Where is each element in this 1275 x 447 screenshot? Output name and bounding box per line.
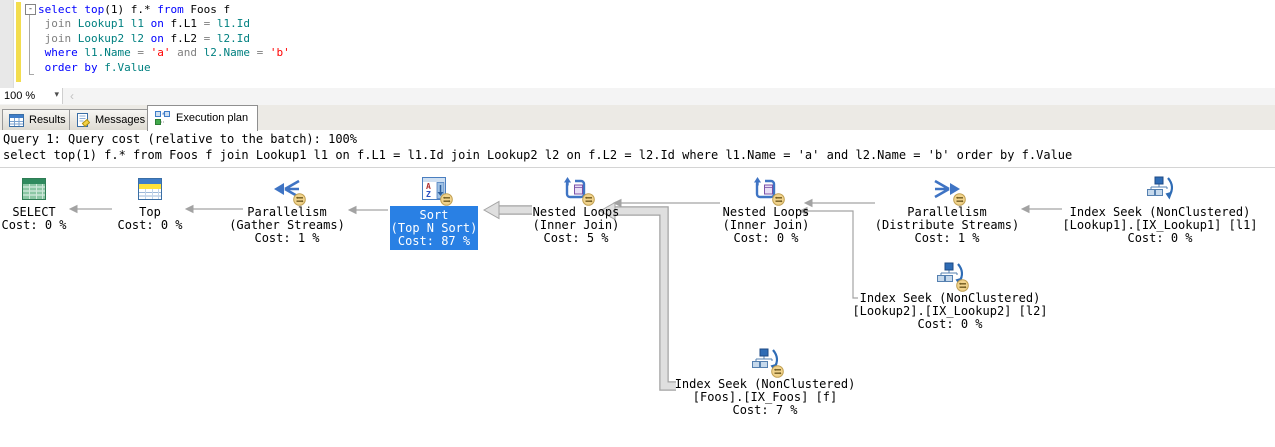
editor-zoom-bar: 100 % ▾ ‹	[0, 88, 1275, 106]
plan-node-label: Parallelism(Gather Streams)Cost: 1 %	[229, 205, 345, 245]
plan-node-label: Index Seek (NonClustered)[Foos].[IX_Foos…	[674, 377, 856, 417]
tab-execution-plan[interactable]: * Execution plan	[147, 105, 259, 131]
modified-track-bar	[16, 2, 21, 82]
plan-arrowhead	[1020, 204, 1030, 214]
plan-node-label: Nested Loops(Inner Join)Cost: 0 %	[722, 205, 810, 245]
index-seek-icon	[936, 262, 969, 292]
parallelism-badge-icon	[771, 365, 784, 378]
svg-text:*: *	[161, 111, 165, 119]
nested-loops-icon	[562, 176, 595, 206]
code-line: join Lookup2 l2 on f.L2 = l2.Id	[44, 31, 250, 45]
tab-label: Results	[29, 114, 66, 126]
plan-node-label: Index Seek (NonClustered)[Lookup2].[IX_L…	[852, 291, 1048, 331]
messages-page-icon	[76, 112, 91, 128]
plan-node-label: Sort(Top N Sort)Cost: 87 %	[389, 206, 479, 250]
parallelism-gather-icon	[273, 176, 306, 206]
index-seek-icon	[751, 348, 784, 378]
zoom-level-select[interactable]: 100 % ▾	[0, 88, 63, 104]
parallelism-badge-icon	[772, 193, 785, 206]
plan-header-divider	[0, 167, 1275, 168]
plan-node-label: Nested Loops(Inner Join)Cost: 5 %	[532, 205, 620, 245]
svg-text:A: A	[426, 182, 431, 191]
sql-code[interactable]: select top(1) f.* from Foos f join Looku…	[38, 3, 290, 75]
parallelism-badge-icon	[293, 193, 306, 206]
execution-plan-icon: *	[154, 110, 171, 126]
outline-collapse-icon[interactable]: -	[25, 4, 36, 15]
plan-arrowhead	[347, 205, 357, 215]
plan-arrowhead	[612, 198, 622, 208]
query-cost-header: Query 1: Query cost (relative to the bat…	[3, 132, 358, 146]
plan-arrows-layer	[68, 198, 1062, 391]
sql-editor[interactable]: - select top(1) f.* from Foos f join Loo…	[0, 0, 1275, 88]
parallelism-badge-icon	[953, 193, 966, 206]
plan-arrowhead	[598, 201, 616, 221]
editor-gutter	[0, 0, 14, 88]
tab-label: Execution plan	[176, 112, 249, 124]
chevron-down-icon[interactable]: ▾	[54, 89, 59, 99]
results-pane-tabs: Results Messages * Execution plan	[0, 105, 1275, 131]
parallelism-badge-icon	[956, 279, 969, 292]
parallelism-badge-icon	[440, 193, 453, 206]
outline-guide-line	[29, 15, 34, 75]
execution-plan-pane: Query 1: Query cost (relative to the bat…	[0, 130, 1275, 447]
parallelism-badge-icon	[582, 193, 595, 206]
plan-arrowhead	[803, 198, 813, 208]
query-statement-header: select top(1) f.* from Foos f join Looku…	[3, 148, 1073, 162]
zoom-level-value: 100 %	[4, 90, 36, 102]
plan-arrowhead	[798, 206, 808, 216]
plan-arrowhead	[184, 204, 194, 214]
code-line: where l1.Name = 'a' and l2.Name = 'b'	[44, 46, 290, 60]
plan-arrowhead	[68, 204, 78, 214]
plan-arrowhead	[482, 200, 500, 220]
plan-node-label: Index Seek (NonClustered)[Lookup1].[IX_L…	[1062, 205, 1258, 245]
tab-messages[interactable]: Messages	[69, 109, 156, 130]
top-table-icon	[136, 176, 164, 202]
code-line: order by f.Value	[44, 60, 151, 74]
scroll-left-icon[interactable]: ‹	[70, 89, 74, 103]
nested-loops-icon	[752, 176, 785, 206]
parallelism-distribute-icon	[933, 176, 966, 206]
svg-text:Z: Z	[426, 190, 431, 199]
code-line: select top(1) f.* from Foos f	[38, 3, 231, 16]
tab-label: Messages	[95, 114, 146, 126]
results-grid-icon	[9, 113, 24, 127]
tab-results[interactable]: Results	[2, 109, 76, 130]
index-seek-icon	[1146, 176, 1174, 202]
result-table-icon	[20, 176, 48, 202]
plan-node-label: Parallelism(Distribute Streams)Cost: 1 %	[874, 205, 1020, 245]
code-line: join Lookup1 l1 on f.L1 = l1.Id	[44, 17, 250, 31]
